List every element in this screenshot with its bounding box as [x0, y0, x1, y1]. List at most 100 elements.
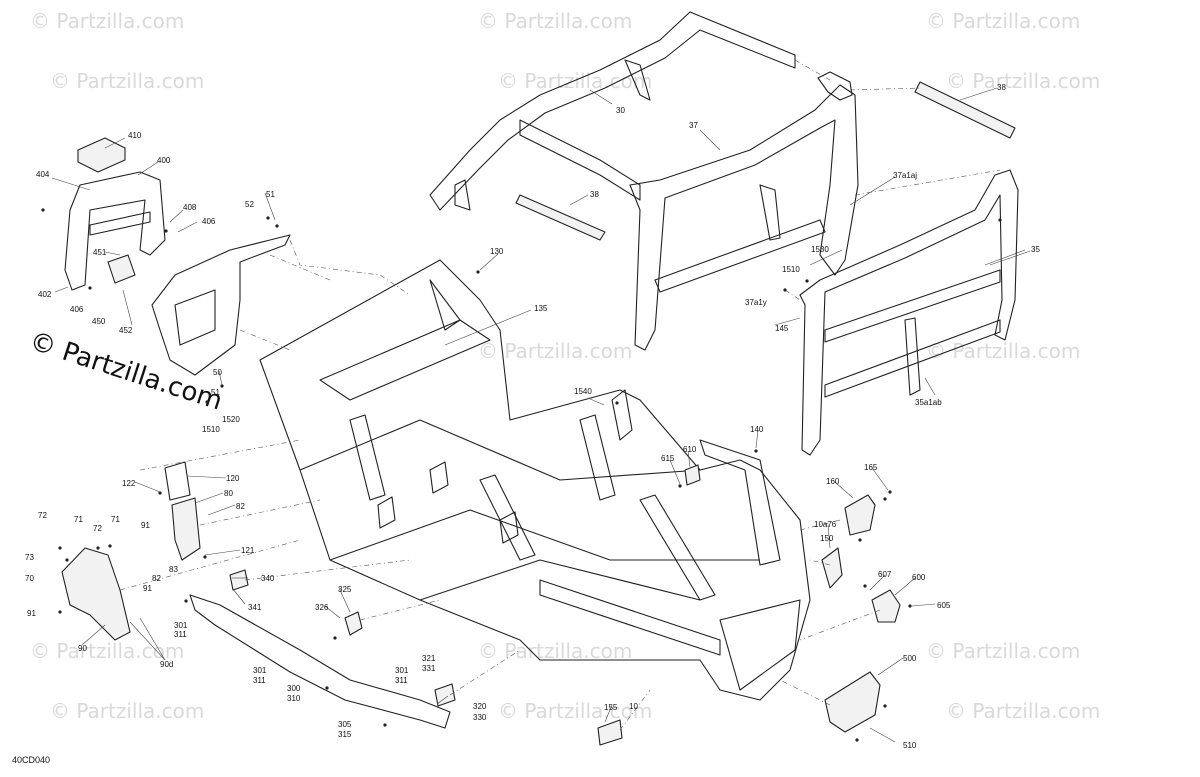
callout-160: 160	[826, 477, 840, 486]
skid-plate-300	[189, 594, 451, 729]
bracket-80	[164, 461, 201, 561]
callout-331: 331	[422, 664, 436, 673]
bracket-600	[871, 589, 901, 623]
callout-311: 311	[395, 676, 408, 685]
callout-35a1ab: 35a1ab	[915, 398, 942, 407]
callout-72: 72	[93, 524, 102, 533]
callout-605: 605	[937, 601, 951, 610]
watermark: © Partzilla.com	[30, 9, 184, 33]
callout-615: 615	[661, 454, 675, 463]
callout-325: 325	[338, 585, 352, 594]
watermark-main: © Partzilla.com	[26, 326, 226, 417]
callout-73: 73	[25, 553, 34, 562]
callout-37a1y: 37a1y	[745, 298, 767, 307]
plate-410	[77, 137, 126, 173]
watermark: © Partzilla.com	[498, 69, 652, 93]
callout-72: 72	[38, 511, 47, 520]
watermark: © Partzilla.com	[926, 639, 1080, 663]
callout-80: 80	[224, 489, 233, 498]
callout-406: 406	[202, 217, 216, 226]
watermark: © Partzilla.com	[478, 639, 632, 663]
callout-90: 90	[78, 644, 87, 653]
leader-lines	[51, 87, 1031, 743]
callout-305: 305	[338, 720, 352, 729]
bracket-320	[434, 683, 456, 707]
bracket-610	[684, 464, 701, 486]
callout-122: 122	[122, 479, 136, 488]
watermark: © Partzilla.com	[946, 69, 1100, 93]
cross-bar-38	[515, 81, 1016, 241]
watermark: © Partzilla.com	[498, 699, 652, 723]
callout-607: 607	[878, 570, 892, 579]
callout-510: 510	[903, 741, 917, 750]
callout-330: 330	[473, 713, 487, 722]
callout-10a76: 10a76	[814, 520, 837, 529]
mount-50	[151, 234, 291, 376]
watermark: © Partzilla.com	[926, 9, 1080, 33]
watermark: © Partzilla.com	[50, 699, 204, 723]
callout-90d: 90d	[160, 660, 173, 669]
support-450	[107, 254, 136, 284]
callout-155: 155	[604, 703, 618, 712]
callout-410: 410	[128, 131, 142, 140]
callout-321: 321	[422, 654, 436, 663]
callout-500: 500	[903, 654, 917, 663]
callout-71: 71	[111, 515, 120, 524]
callout-1530: 1530	[811, 245, 829, 254]
callout-135: 135	[534, 304, 548, 313]
callout-91: 91	[27, 609, 36, 618]
bracket-70	[61, 547, 131, 641]
assembly-lines	[119, 59, 1001, 731]
callout-301: 301	[253, 666, 267, 675]
callout-1510: 1510	[782, 265, 800, 274]
bracket-160	[844, 494, 876, 536]
callout-91: 91	[143, 584, 152, 593]
callout-50: 50	[213, 368, 222, 377]
callout-301: 301	[174, 621, 188, 630]
callout-38: 38	[590, 190, 599, 199]
callout-51: 51	[211, 388, 220, 397]
callout-404: 404	[36, 170, 50, 179]
bumper-bracket-400	[64, 171, 166, 291]
callout-145: 145	[775, 324, 789, 333]
callout-452: 452	[119, 326, 133, 335]
callout-52: 52	[245, 200, 254, 209]
callout-130: 130	[490, 247, 504, 256]
callout-311: 311	[174, 630, 187, 639]
callout-1540: 1540	[574, 387, 592, 396]
callout-51: 51	[266, 190, 275, 199]
callout-450: 450	[92, 317, 106, 326]
watermark: © Partzilla.com	[926, 339, 1080, 363]
callout-311: 311	[253, 676, 266, 685]
callout-120: 120	[226, 474, 240, 483]
callout-10: 10	[629, 702, 638, 711]
main-frame-10	[259, 259, 811, 701]
callout-71: 71	[74, 515, 83, 524]
bracket-150	[821, 547, 843, 589]
callout-labels: 30 37 38 38 37a1aj 35 1530 1510 37a1y 14…	[25, 83, 1040, 750]
plate-500	[824, 671, 881, 733]
watermark: © Partzilla.com	[50, 69, 204, 93]
callout-600: 600	[912, 573, 926, 582]
callout-310: 310	[287, 694, 301, 703]
callout-70: 70	[25, 574, 34, 583]
fastener-layer	[41, 208, 1002, 742]
watermark: © Partzilla.com	[30, 639, 184, 663]
callout-315: 315	[338, 730, 352, 739]
callout-30: 30	[616, 106, 625, 115]
callout-326: 326	[315, 603, 329, 612]
callout-82: 82	[152, 574, 161, 583]
callout-320: 320	[473, 702, 487, 711]
callout-150: 150	[820, 534, 834, 543]
watermark: © Partzilla.com	[478, 9, 632, 33]
callout-610: 610	[683, 445, 697, 454]
watermark: © Partzilla.com	[946, 699, 1100, 723]
callout-402: 402	[38, 290, 52, 299]
callout-400: 400	[157, 156, 171, 165]
callout-121: 121	[241, 546, 255, 555]
callout-300: 300	[287, 684, 301, 693]
callout-165: 165	[864, 463, 878, 472]
bracket-155	[597, 719, 623, 746]
callout-340: 340	[261, 574, 275, 583]
